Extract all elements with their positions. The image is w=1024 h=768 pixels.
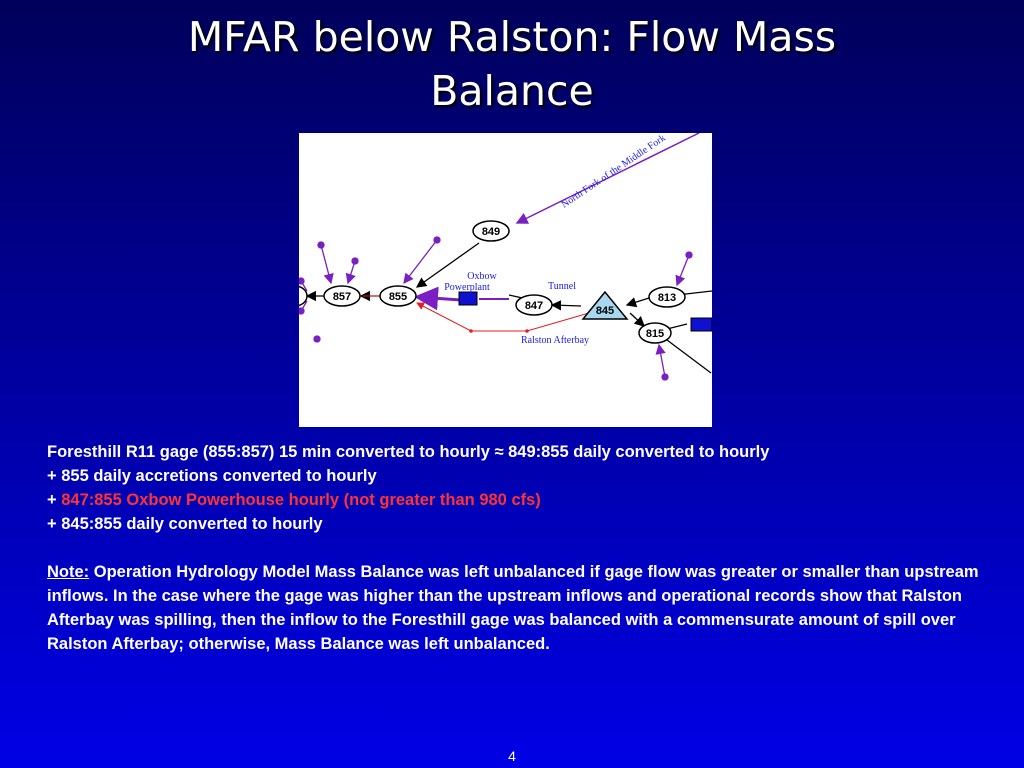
accretion-link (655, 343, 666, 378)
slide-title-line-2: Balance (430, 67, 594, 115)
link-813-845 (625, 297, 650, 308)
node-855-label: 855 (389, 291, 407, 303)
node-813-label: 813 (658, 292, 676, 304)
equation-line-3: + 847:855 Oxbow Powerhouse hourly (not g… (47, 488, 987, 512)
equation-line-2: + 855 daily accretions converted to hour… (47, 467, 377, 485)
river-label: North Fork of the Middle Fork (560, 133, 668, 210)
equation-line-1: Foresthill R11 gage (855:857) 15 min con… (47, 443, 770, 461)
link-849-855 (415, 242, 480, 288)
accretion-link (403, 239, 438, 285)
accretion-point (299, 307, 305, 315)
slide-title: MFAR below Ralston: Flow Mass Balance (0, 10, 1024, 118)
slide-title-line-1: MFAR below Ralston: Flow Mass (187, 13, 837, 61)
accretion-point (351, 257, 359, 265)
accretion-link (320, 244, 334, 285)
oxbow-powerhouse-term: 847:855 Oxbow Powerhouse hourly (not gre… (61, 491, 541, 509)
node-847-label: 847 (525, 300, 543, 312)
oxbow-label-line-1: Oxbow (467, 271, 497, 282)
node-815: 815 (638, 322, 672, 344)
accretion-point (317, 241, 325, 249)
tunnel-label: Tunnel (548, 281, 576, 292)
spill-point (469, 329, 473, 333)
node-855: 855 (379, 285, 417, 307)
oxbow-label-line-2: Powerplant (444, 282, 490, 293)
link-845-847 (550, 300, 582, 311)
note-paragraph: Note: Operation Hydrology Model Mass Bal… (47, 560, 987, 656)
page-number: 4 (508, 748, 516, 764)
downstream-box (690, 317, 712, 332)
accretion-link (345, 260, 356, 285)
link-afterbay-spill (416, 302, 590, 332)
note-label: Note: (47, 563, 90, 581)
spill-point (525, 329, 529, 333)
accretion-point (661, 373, 669, 381)
node-849: 849 (472, 220, 510, 242)
link-815-out (666, 339, 712, 374)
node-847: 847 (515, 294, 553, 316)
node-offscreen-left (299, 285, 308, 307)
node-845-label: 845 (596, 305, 614, 317)
equation-line-4: + 845:855 daily converted to hourly (47, 515, 323, 533)
accretion-point (685, 251, 693, 259)
ralston-afterbay-label: Ralston Afterbay (521, 335, 589, 346)
node-857-label: 857 (333, 291, 351, 303)
slide-body: Foresthill R11 gage (855:857) 15 min con… (47, 440, 987, 656)
accretion-link (675, 254, 690, 287)
accretion-point (299, 277, 305, 285)
network-diagram: North Fork of the Middle Fork (299, 133, 712, 427)
node-857: 857 (323, 285, 361, 307)
plus-sign: + (47, 491, 62, 509)
river-link (515, 133, 700, 224)
note-body: Operation Hydrology Model Mass Balance w… (47, 563, 979, 653)
network-diagram-svg: North Fork of the Middle Fork (299, 133, 712, 381)
node-815-label: 815 (646, 328, 664, 340)
link-845-815 (629, 312, 645, 327)
oxbow-powerplant-box (458, 291, 478, 306)
node-845: 845 (581, 290, 629, 320)
accretion-point (313, 335, 321, 343)
link-815-box (666, 323, 688, 330)
link-oxbow-855 (414, 286, 462, 311)
node-849-label: 849 (482, 226, 500, 238)
spacer (47, 536, 987, 560)
accretion-point (433, 236, 441, 244)
node-813: 813 (648, 286, 686, 308)
